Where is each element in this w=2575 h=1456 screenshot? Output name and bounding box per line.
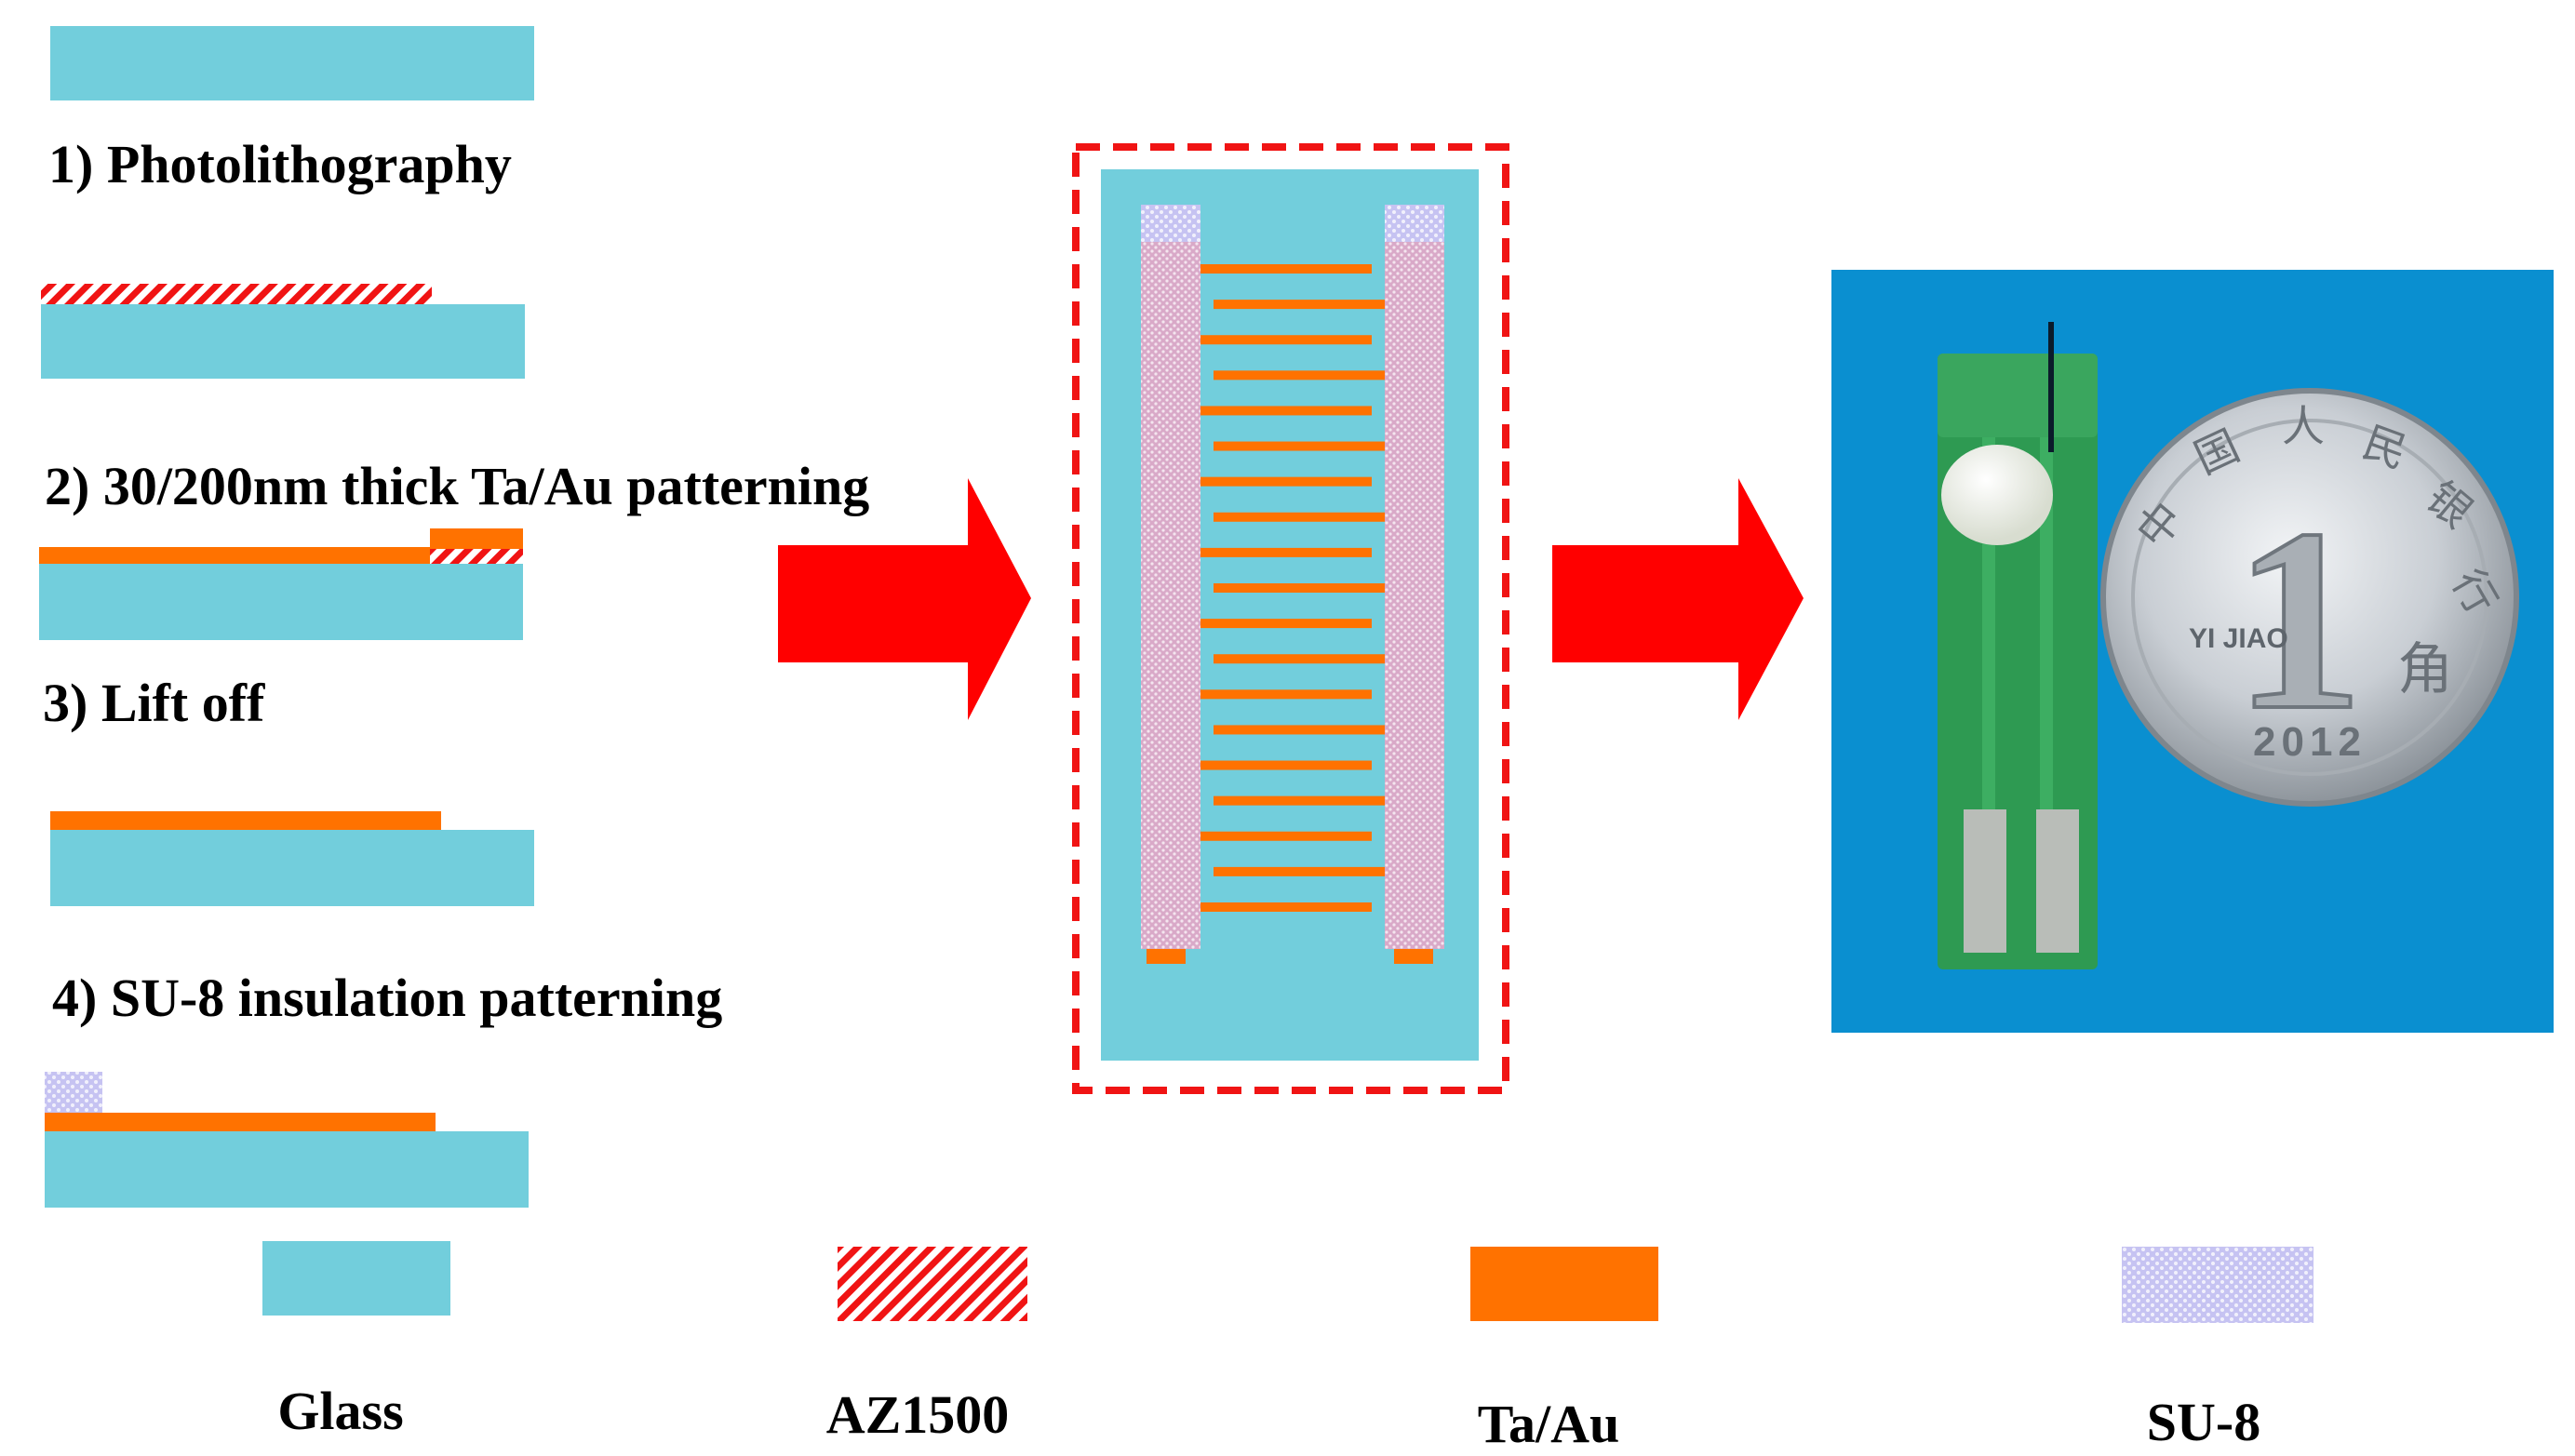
legend-label-taau: Ta/Au xyxy=(1478,1394,1620,1454)
step2-label: 2) 30/200nm thick Ta/Au patterning xyxy=(45,456,869,516)
left-bus-cap xyxy=(1141,205,1200,242)
step3-taau xyxy=(50,811,441,830)
step2-taau-left xyxy=(39,547,430,564)
step3-label: 3) Lift off xyxy=(43,673,265,733)
step4-taau xyxy=(45,1113,436,1131)
electrode-finger xyxy=(1200,264,1372,274)
step2-taau-top xyxy=(430,528,523,549)
right-bus-cap xyxy=(1385,205,1444,242)
step2-az1500-under xyxy=(430,549,523,564)
legend-swatch-taau xyxy=(1470,1247,1658,1321)
coin-pinyin: YI JIAO xyxy=(2189,623,2288,654)
electrode-finger xyxy=(1214,512,1385,522)
interdigitated-fingers xyxy=(1200,264,1385,912)
legend-label-az1500: AZ1500 xyxy=(826,1384,1010,1445)
left-contact-pad xyxy=(1147,949,1186,964)
electrode-finger xyxy=(1200,689,1372,700)
highlight-dashed-box xyxy=(1072,143,1509,1094)
electrode-finger xyxy=(1200,760,1372,770)
step4-su8-block xyxy=(45,1072,102,1113)
electrode-finger xyxy=(1200,476,1372,487)
coin-unit: 角 xyxy=(2397,637,2453,702)
electrode-finger xyxy=(1214,725,1385,735)
step4-cross-section xyxy=(45,1072,529,1208)
electrode-finger xyxy=(1214,866,1385,876)
sensor-strip xyxy=(1938,322,2098,969)
legend: Glass AZ1500 Ta/Au SU-8 xyxy=(262,1241,2313,1454)
electrode-top-view xyxy=(1072,143,1509,1094)
electrode-finger xyxy=(1214,441,1385,451)
electrode-finger xyxy=(1214,370,1385,381)
process-steps: 1) Photolithography 2) 30/200nm thick Ta… xyxy=(39,26,869,1208)
right-bus-bar xyxy=(1385,205,1444,949)
contact-pad-right xyxy=(2036,809,2079,953)
pcb-top-edge xyxy=(1938,354,2098,437)
left-bus-bar xyxy=(1141,205,1200,949)
electrode-finger xyxy=(1200,902,1372,912)
step2-glass xyxy=(39,564,523,640)
electrode-finger xyxy=(1200,406,1372,416)
coin-body xyxy=(2100,388,2519,807)
coin: 中 国 人 民 银 行 1 YI JIAO 角 2012 xyxy=(2100,388,2519,807)
arrow-right-2 xyxy=(1552,478,1804,720)
electrode-finger xyxy=(1214,654,1385,664)
step1-cross-section xyxy=(41,284,525,379)
step4-glass xyxy=(45,1131,529,1208)
electrode-finger xyxy=(1214,300,1385,310)
legend-label-su8: SU-8 xyxy=(2147,1392,2260,1452)
coin-denomination: 1 xyxy=(2233,474,2364,764)
step0-glass xyxy=(50,26,534,100)
step2-cross-section xyxy=(39,528,523,640)
legend-swatch-az1500 xyxy=(838,1247,1027,1321)
coin-year: 2012 xyxy=(2253,719,2367,765)
coin-glyph-3: 人 xyxy=(2282,401,2325,451)
device-photo: 中 国 人 民 银 行 1 YI JIAO 角 2012 xyxy=(1831,270,2554,1033)
right-contact-pad xyxy=(1394,949,1433,964)
step3-glass xyxy=(50,830,534,906)
step1-glass xyxy=(41,304,525,379)
step4-label: 4) SU-8 insulation patterning xyxy=(52,968,722,1028)
step1-label: 1) Photolithography xyxy=(48,134,512,194)
electrode-finger xyxy=(1200,335,1372,345)
coin-inner-ring xyxy=(2131,419,2488,776)
step1-az1500-layer xyxy=(41,284,432,304)
electrode-finger xyxy=(1214,795,1385,806)
contact-pad-left xyxy=(1964,809,2006,953)
legend-label-glass: Glass xyxy=(277,1381,403,1441)
arrow-right-1 xyxy=(778,478,1031,720)
electrode-finger xyxy=(1200,547,1372,557)
step3-cross-section xyxy=(50,811,534,906)
legend-swatch-glass xyxy=(262,1241,450,1316)
electrode-finger xyxy=(1200,831,1372,841)
electrode-finger xyxy=(1200,619,1372,629)
sample-droplet xyxy=(1941,445,2053,545)
legend-swatch-su8 xyxy=(2122,1247,2313,1323)
electrode-finger xyxy=(1214,583,1385,593)
pcb-trace-left xyxy=(1982,372,1995,809)
